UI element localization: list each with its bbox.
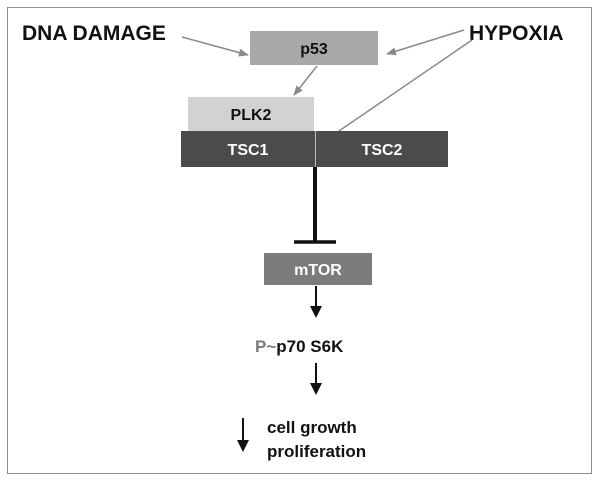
- dna-damage-label: DNA DAMAGE: [22, 22, 166, 45]
- mtor-box: [264, 253, 372, 285]
- plk2-label: PLK2: [231, 107, 272, 124]
- hypoxia-to-p53-arrow: [386, 29, 465, 56]
- dna-damage-to-p53-arrow: [181, 36, 249, 57]
- hypoxia-to-tsc-arrow: [319, 39, 473, 145]
- plk2-box: [188, 97, 314, 131]
- tsc2-label: TSC2: [362, 142, 403, 159]
- hypoxia-label: HYPOXIA: [469, 22, 564, 45]
- cell-growth-label: cell growth: [267, 418, 357, 437]
- tsc1-label: TSC1: [228, 142, 269, 159]
- plk2-node: PLK2: [188, 97, 314, 131]
- p70s6k-label: P~p70 S6K: [255, 337, 344, 356]
- tsc-complex: TSC1 TSC2: [181, 131, 448, 167]
- p53-label: p53: [300, 41, 328, 58]
- p53-to-plk2-arrow: [293, 65, 318, 96]
- p70s6k-text: p70 S6K: [276, 337, 344, 356]
- p53-box: [250, 31, 378, 65]
- tsc2-box: [316, 131, 448, 167]
- mtor-label: mTOR: [294, 262, 342, 279]
- phospho-prefix: P~: [255, 337, 276, 356]
- proliferation-label: proliferation: [267, 442, 366, 461]
- tsc1-box: [181, 131, 315, 167]
- mtor-node: mTOR: [264, 253, 372, 285]
- p53-node: p53: [250, 31, 378, 65]
